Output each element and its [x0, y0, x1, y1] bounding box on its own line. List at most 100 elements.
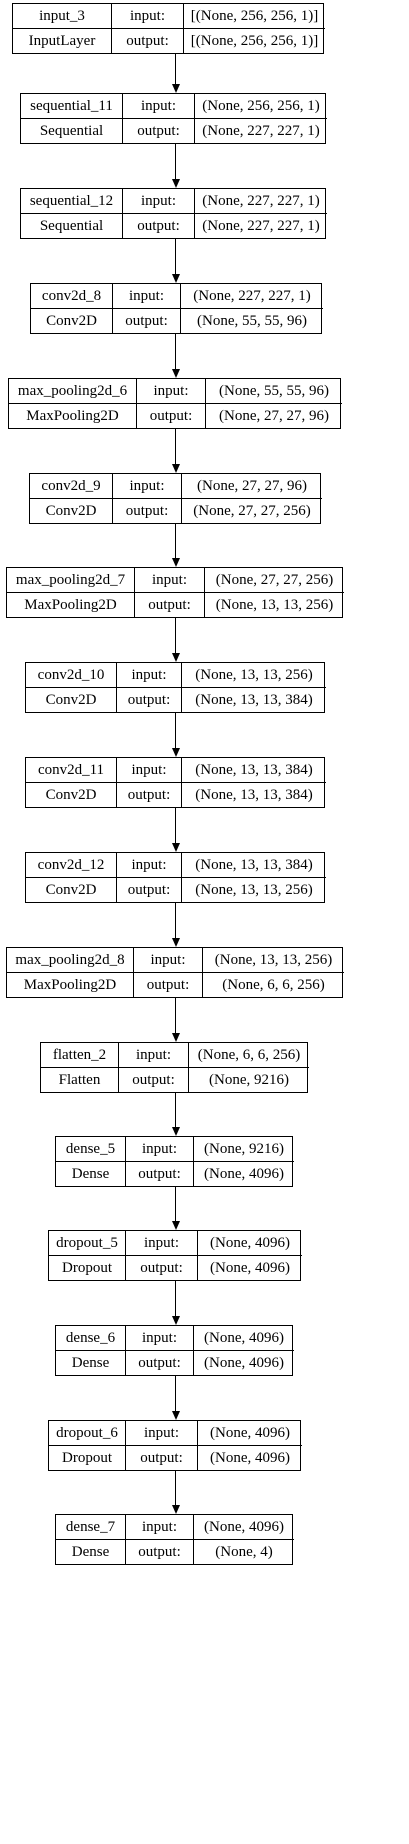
input-label: input: — [119, 1043, 189, 1068]
input-shape: (None, 4096) — [198, 1231, 302, 1256]
layer-type: Dense — [56, 1540, 126, 1564]
layer-type: Sequential — [21, 214, 123, 238]
output-shape: (None, 4096) — [204, 1354, 284, 1371]
layer-name: max_pooling2d_6 — [9, 379, 137, 404]
layer-name: sequential_11 — [21, 94, 123, 119]
output-shape: (None, 6, 6, 256) — [222, 976, 325, 993]
output-shape: [(None, 256, 256, 1)] — [190, 32, 319, 49]
output-label: output: — [117, 688, 182, 712]
output-label: output: — [112, 29, 184, 53]
arrowhead-icon — [171, 274, 180, 283]
input-label: input: — [113, 474, 182, 499]
input-label: input: — [126, 1326, 194, 1351]
input-shape: (None, 55, 55, 96) — [206, 379, 342, 404]
output-shape: (None, 227, 227, 1) — [202, 217, 320, 234]
output-shape: (None, 13, 13, 256) — [195, 881, 313, 898]
layer-name: dense_6 — [56, 1326, 126, 1351]
layer-type: Conv2D — [26, 688, 117, 712]
layer-name: max_pooling2d_7 — [7, 568, 135, 593]
connector-line — [175, 1187, 176, 1221]
arrowhead-icon — [171, 843, 180, 852]
connector-line — [175, 334, 176, 369]
output-label: output: — [126, 1351, 194, 1375]
input-shape: (None, 13, 13, 384) — [182, 758, 326, 783]
output-label: output: — [126, 1446, 198, 1470]
connector-line — [175, 1376, 176, 1411]
input-shape: (None, 27, 27, 96) — [182, 474, 322, 499]
output-shape: (None, 13, 13, 384) — [195, 786, 313, 803]
output-shape: (None, 13, 13, 256) — [215, 596, 334, 613]
output-label: output: — [117, 878, 182, 902]
arrowhead-icon — [171, 464, 180, 473]
connector-line — [175, 144, 176, 179]
layer-name: dense_7 — [56, 1515, 126, 1540]
input-label: input: — [123, 94, 195, 119]
input-shape: (None, 6, 6, 256) — [189, 1043, 309, 1068]
connector-line — [175, 524, 176, 558]
layer-type: MaxPooling2D — [7, 593, 135, 617]
layer-type: Flatten — [41, 1068, 119, 1092]
input-shape: (None, 227, 227, 1) — [181, 284, 323, 309]
layer-type: Conv2D — [31, 309, 113, 333]
arrowhead-icon — [171, 1316, 180, 1325]
layer-type: MaxPooling2D — [9, 404, 137, 428]
arrowhead-icon — [171, 653, 180, 662]
input-shape: (None, 4096) — [198, 1421, 302, 1446]
connector-line — [175, 713, 176, 748]
output-label: output: — [126, 1256, 198, 1280]
output-label: output: — [134, 973, 203, 997]
layer-name: conv2d_10 — [26, 663, 117, 688]
output-label: output: — [126, 1162, 194, 1186]
output-shape: (None, 27, 27, 96) — [219, 407, 329, 424]
output-label: output: — [123, 214, 195, 238]
layer-type: Dense — [56, 1351, 126, 1375]
output-shape: (None, 27, 27, 256) — [193, 502, 311, 519]
output-shape: (None, 4096) — [204, 1165, 284, 1182]
output-shape: (None, 55, 55, 96) — [197, 312, 307, 329]
arrowhead-icon — [171, 1505, 180, 1514]
input-label: input: — [126, 1231, 198, 1256]
connector-line — [175, 808, 176, 843]
layer-type: Dropout — [49, 1256, 126, 1280]
input-shape: (None, 13, 13, 256) — [182, 663, 326, 688]
layer-name: conv2d_11 — [26, 758, 117, 783]
layer-name: dropout_5 — [49, 1231, 126, 1256]
layer-type: Sequential — [21, 119, 123, 143]
layer-type: InputLayer — [13, 29, 112, 53]
connector-line — [175, 54, 176, 84]
layer-name: conv2d_12 — [26, 853, 117, 878]
arrowhead-icon — [171, 1127, 180, 1136]
input-label: input: — [117, 853, 182, 878]
connector-line — [175, 1471, 176, 1505]
input-label: input: — [117, 758, 182, 783]
input-shape: (None, 13, 13, 256) — [203, 948, 344, 973]
arrowhead-icon — [171, 1411, 180, 1420]
input-label: input: — [134, 948, 203, 973]
layer-type: Conv2D — [30, 499, 113, 523]
arrowhead-icon — [171, 1221, 180, 1230]
layer-name: flatten_2 — [41, 1043, 119, 1068]
connector-line — [175, 239, 176, 274]
layer-type: Conv2D — [26, 878, 117, 902]
layer-type: Dense — [56, 1162, 126, 1186]
input-shape: (None, 13, 13, 384) — [182, 853, 326, 878]
output-shape: (None, 227, 227, 1) — [202, 122, 320, 139]
input-shape: (None, 256, 256, 1) — [195, 94, 327, 119]
output-shape: (None, 4096) — [210, 1259, 290, 1276]
arrowhead-icon — [171, 369, 180, 378]
input-shape: [(None, 256, 256, 1)] — [184, 4, 325, 29]
layer-name: sequential_12 — [21, 189, 123, 214]
layer-type: MaxPooling2D — [7, 973, 134, 997]
layer-name: input_3 — [13, 4, 112, 29]
arrowhead-icon — [171, 1033, 180, 1042]
